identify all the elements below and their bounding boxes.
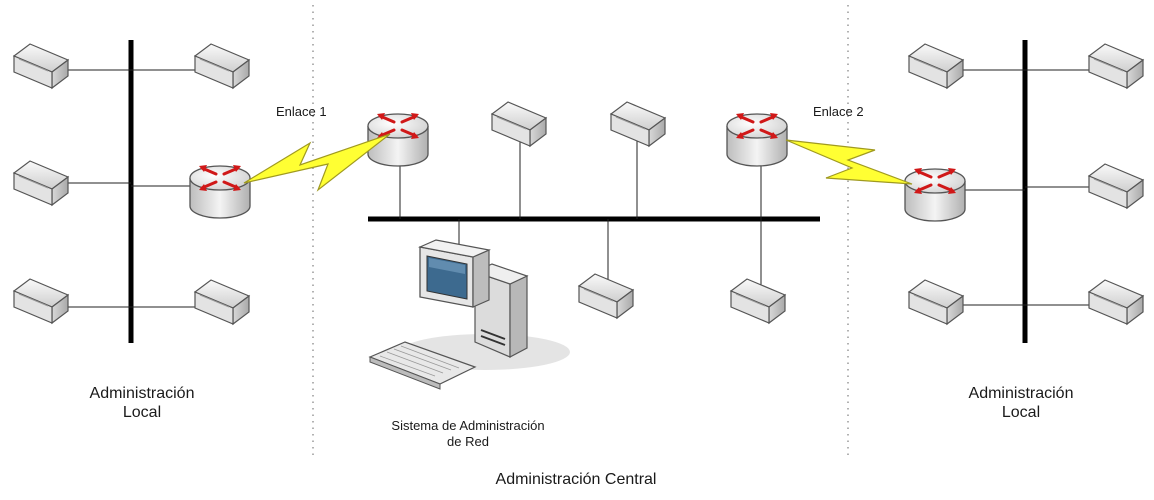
- network-device-icon: [610, 101, 666, 147]
- right-zone-label: Administración Local: [921, 384, 1121, 422]
- left-zone-label-line1: Administración: [89, 385, 195, 402]
- left-local-network: [13, 40, 252, 343]
- central-zone-label: Administración Central: [495, 471, 657, 488]
- network-device-icon: [13, 43, 69, 89]
- system-label: Sistema de Administración de Red: [353, 418, 583, 449]
- left-zone-label-line2: Local: [122, 404, 162, 422]
- network-device-icon: [194, 279, 250, 325]
- link-1-label: Enlace 1: [276, 104, 327, 119]
- network-device-icon: [730, 278, 786, 324]
- central-network: [366, 101, 820, 390]
- workstation-icon: [368, 239, 570, 390]
- network-device-icon: [13, 278, 69, 324]
- link-2-label: Enlace 2: [813, 104, 864, 119]
- network-device-icon: [491, 101, 547, 147]
- network-device-icon: [194, 43, 250, 89]
- network-device-icon: [578, 273, 634, 319]
- network-device-icon: [908, 43, 964, 89]
- system-label-line2: de Red: [447, 433, 489, 449]
- router-icon: [725, 111, 789, 168]
- network-device-icon: [13, 160, 69, 206]
- network-device-icon: [1088, 279, 1144, 325]
- left-zone-label: Administración Local: [42, 384, 242, 422]
- network-device-icon: [1088, 43, 1144, 89]
- network-device-icon: [1088, 163, 1144, 209]
- serial-link-icon: [785, 139, 913, 185]
- system-label-line1: Sistema de Administración: [391, 418, 545, 433]
- right-zone-label-line1: Administración: [968, 385, 1074, 402]
- right-zone-label-line2: Local: [1001, 404, 1041, 422]
- right-local-network: [903, 40, 1144, 343]
- serial-link-icon: [243, 133, 391, 192]
- network-device-icon: [908, 279, 964, 325]
- router-icon: [188, 163, 252, 220]
- router-icon: [903, 166, 967, 223]
